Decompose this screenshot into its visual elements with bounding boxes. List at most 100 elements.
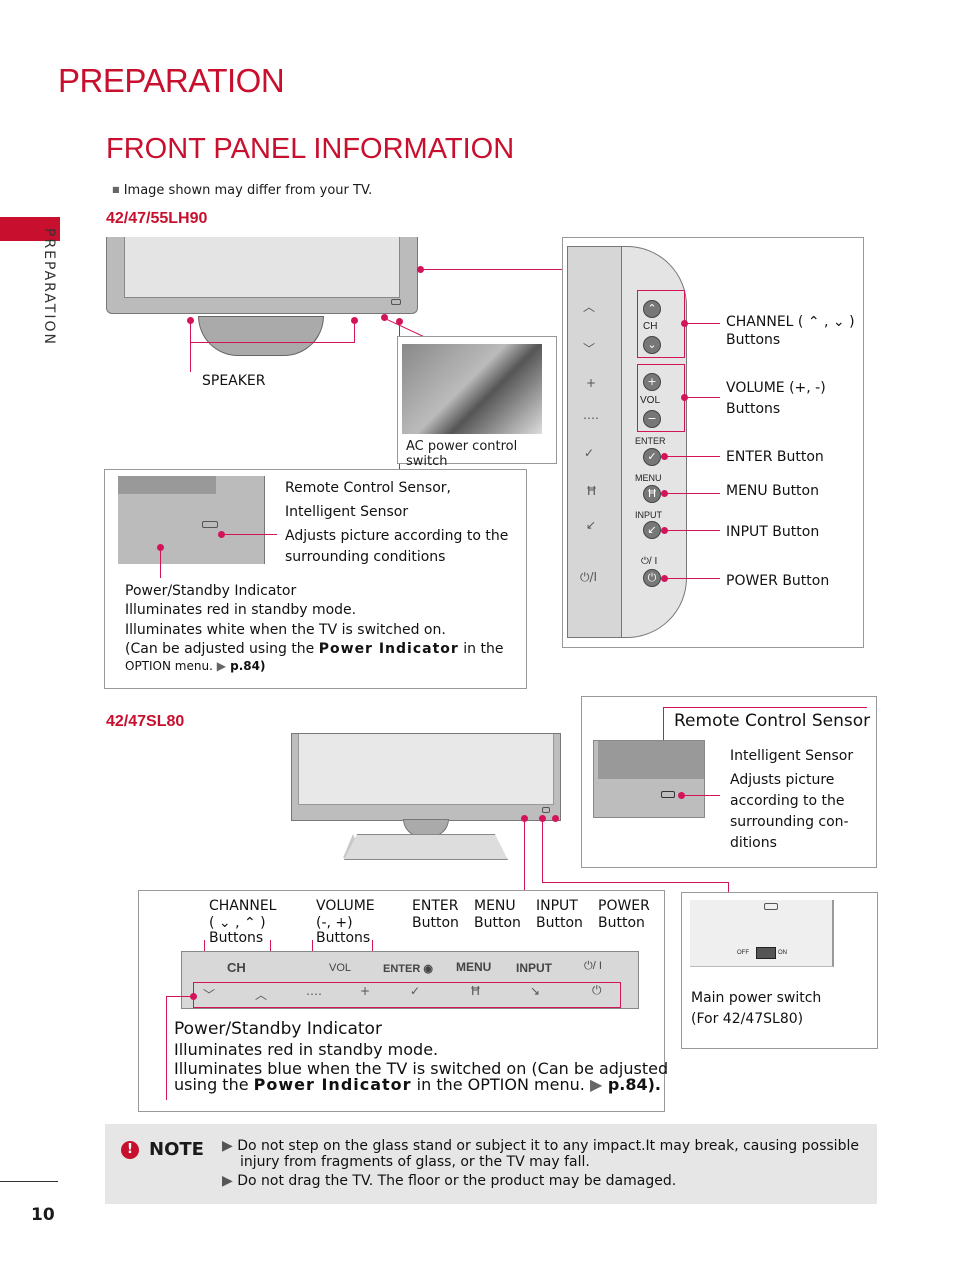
callout-power: POWER Button — [726, 573, 830, 589]
sl80-standby-l3a: using the — [174, 1075, 254, 1094]
strip-ch-label: CH — [227, 960, 246, 975]
intel-desc-4: ditions — [730, 835, 777, 851]
strip-plus-icon[interactable]: + — [360, 984, 371, 998]
intel-sensor-line — [682, 795, 720, 796]
strip-vol-label: VOL — [329, 962, 352, 974]
callout-channel-2: Buttons — [726, 332, 781, 348]
input-button[interactable]: ↙ — [643, 521, 661, 539]
note-item-1-text: Do not step on the glass stand or subjec… — [237, 1138, 859, 1154]
side-panel-edge — [567, 246, 623, 638]
intel-desc-2: according to the — [730, 793, 845, 809]
note-item-2-text: Do not drag the TV. The floor or the pro… — [237, 1173, 677, 1189]
sensor-pointer-line — [221, 534, 277, 535]
footer-rule — [0, 1181, 58, 1182]
sl80-volume-1: VOLUME — [316, 898, 375, 914]
sl80-standby-line — [166, 996, 192, 997]
strip-menu-icon[interactable]: Ħ — [470, 984, 481, 998]
disclaimer-text: Image shown may differ from your TV. — [123, 183, 373, 198]
sl80-volume-3: Buttons — [316, 930, 371, 946]
enter-callout-line — [664, 456, 720, 457]
note-item-2: ▶ Do not drag the TV. The floor or the p… — [222, 1172, 676, 1190]
menu-button[interactable]: Ħ — [643, 485, 661, 503]
arrow-right-icon: ▶ — [216, 659, 226, 673]
bullet-icon: ■ — [112, 185, 120, 194]
side-ch-label: CH — [643, 321, 658, 332]
sensor-dot-lh90 — [396, 318, 403, 325]
sl80-channel-3: Buttons — [209, 930, 264, 946]
power-indicator-term: Power Indicator — [318, 641, 459, 657]
chevron-up-icon: ︿ — [583, 300, 596, 314]
lh90-sensor-desc2: surrounding conditions — [285, 549, 446, 565]
note-item-1-cont: injury from fragments of glass, or the T… — [240, 1154, 590, 1170]
strip-input-label: INPUT — [516, 961, 552, 975]
note-arrow-icon: ▶ — [222, 1138, 233, 1154]
sl80-input-2: Button — [536, 915, 583, 931]
lh90-sensor-desc1: Adjusts picture according to the — [285, 528, 509, 544]
menu-callout-line — [664, 493, 720, 494]
power-button[interactable]: ⏻ — [643, 569, 661, 587]
sensor-tv-closeup — [118, 476, 265, 564]
power-callout-line — [664, 578, 720, 579]
note-box — [105, 1124, 877, 1204]
rcs-title: Remote Control Sensor — [674, 711, 871, 731]
strip-down-icon[interactable]: ﹀ — [203, 988, 216, 1002]
lh90-sensor-title1: Remote Control Sensor, — [285, 480, 451, 496]
side-panel-line — [420, 269, 566, 270]
sl80-standby-l1: Illuminates red in standby mode. — [174, 1040, 439, 1059]
sl80-standby-l3c: in the OPTION menu. — [411, 1075, 590, 1094]
volume-up-button[interactable]: + — [643, 373, 661, 391]
sl80-standby-l3: using the Power Indicator in the OPTION … — [174, 1076, 661, 1094]
lh90-standby-l4: OPTION menu. ▶ p.84) — [125, 657, 265, 675]
strip-input-icon[interactable]: ↘ — [530, 984, 541, 998]
volume-down-button[interactable]: − — [643, 410, 661, 428]
sl80-sensor-line — [542, 882, 728, 883]
side-tab-label: PREPARATION — [41, 228, 57, 346]
tv-sl80-illustration — [291, 733, 561, 821]
speaker-line — [190, 342, 191, 372]
sl80-power-2: Button — [598, 915, 645, 931]
strip-minus-icon[interactable]: ‥‥ — [306, 984, 323, 998]
strip-enter-text: ENTER — [383, 963, 421, 975]
channel-down-button[interactable]: ⌄ — [643, 336, 661, 354]
plus-icon: + — [586, 376, 597, 390]
side-power-label: ⏻/ I — [641, 556, 658, 567]
intel-desc-3: surrounding con- — [730, 814, 849, 830]
side-tab-marker — [0, 217, 60, 241]
strip-menu-label: MENU — [456, 960, 492, 974]
channel-up-button[interactable]: ⌃ — [643, 300, 661, 318]
strip-power-icon[interactable]: ⏻ — [592, 983, 602, 997]
callout-volume-1: VOLUME (+, -) — [726, 380, 826, 396]
speaker-line — [190, 342, 355, 343]
input-callout-line — [664, 530, 720, 531]
lh90-sensor-title2: Intelligent Sensor — [285, 504, 409, 520]
enter-button[interactable]: ✓ — [643, 448, 661, 466]
main-switch-sub: (For 42/47SL80) — [691, 1011, 804, 1027]
page-title: FRONT PANEL INFORMATION — [106, 133, 515, 165]
sl80-enter-2: Button — [412, 915, 459, 931]
speaker-label: SPEAKER — [202, 373, 266, 389]
input-icon: ↙ — [586, 518, 597, 532]
intel-desc-1: Adjusts picture — [730, 772, 835, 788]
chevron-down-icon: ﹀ — [583, 342, 596, 356]
check-icon: ✓ — [584, 446, 595, 460]
disclaimer: ■ Image shown may differ from your TV. — [112, 183, 372, 198]
ch-callout-line — [684, 323, 720, 324]
ac-switch-box: AC power control switch — [397, 336, 557, 469]
note-arrow-icon: ▶ — [222, 1173, 233, 1189]
sl80-power-indicator-term: Power Indicator — [253, 1075, 412, 1094]
model-sl80: 42/47SL80 — [106, 713, 185, 730]
callout-channel-1: CHANNEL ( ⌃ , ⌄ ) — [726, 314, 855, 330]
sl80-standby-line — [166, 996, 167, 1100]
standby-line — [160, 548, 161, 578]
section-title: PREPARATION — [58, 62, 285, 99]
callout-volume-2: Buttons — [726, 401, 781, 417]
ac-switch-photo — [402, 344, 542, 434]
strip-up-icon[interactable]: ︿ — [255, 988, 268, 1002]
speaker-line — [190, 320, 191, 342]
lh90-standby-l3a: (Can be adjusted using the — [125, 641, 319, 657]
strip-enter-icon[interactable]: ✓ — [410, 984, 421, 998]
lh90-standby-l1: Illuminates red in standby mode. — [125, 602, 357, 618]
tv-lh90-illustration — [106, 237, 418, 317]
minus-icon: ‥‥ — [583, 408, 600, 422]
sl80-page-ref: p.84). — [602, 1075, 662, 1094]
